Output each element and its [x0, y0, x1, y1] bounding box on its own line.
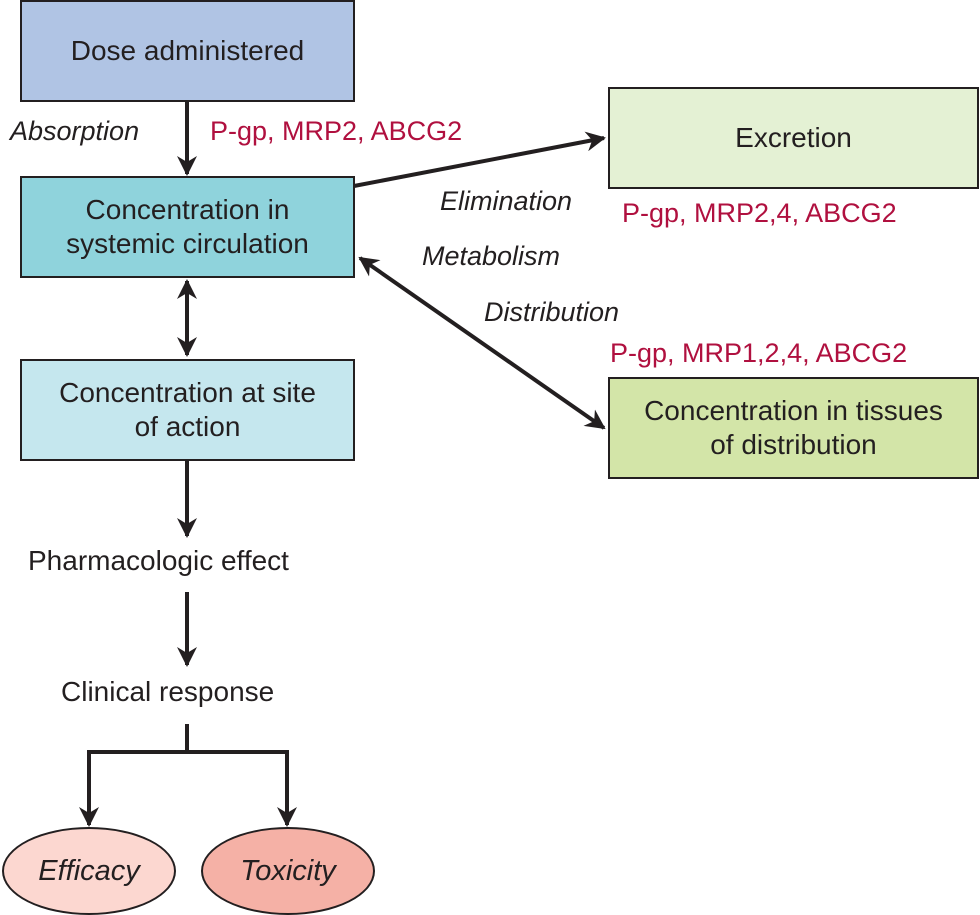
systemic-circulation-box: Concentration in systemic circulation	[20, 176, 355, 278]
absorption-label: Absorption	[10, 116, 140, 146]
excretion-box: Excretion	[608, 87, 979, 189]
systemic-line-2: systemic circulation	[66, 228, 309, 259]
dose-box: Dose administered	[20, 0, 355, 102]
arrow-distribution	[358, 256, 606, 430]
distribution-label: Distribution	[484, 297, 620, 327]
absorption-transporters: P-gp, MRP2, ABCG2	[210, 116, 463, 146]
metabolism-label: Metabolism	[422, 241, 561, 271]
dose-label: Dose administered	[70, 35, 305, 66]
site-line-1: Concentration at site	[59, 377, 316, 408]
pharmacologic-effect-label: Pharmacologic effect	[28, 545, 289, 576]
tissues-line-1: Concentration in tissues	[644, 395, 943, 426]
efficacy-oval: Efficacy	[2, 827, 176, 915]
toxicity-oval: Toxicity	[201, 827, 375, 915]
efficacy-label: Efficacy	[38, 854, 140, 887]
branch-connector	[89, 724, 287, 754]
arrow-elimination	[353, 131, 606, 188]
tissues-line-2: of distribution	[710, 429, 877, 460]
site-line-2: of action	[134, 411, 241, 442]
systemic-line-1: Concentration in	[85, 194, 290, 225]
excretion-label: Excretion	[735, 122, 852, 153]
tissues-box: Concentration in tissues of distribution	[608, 377, 979, 479]
clinical-response-label: Clinical response	[61, 676, 275, 707]
site-of-action-box: Concentration at site of action	[20, 359, 355, 461]
elimination-label: Elimination	[440, 186, 573, 216]
excretion-transporters: P-gp, MRP2,4, ABCG2	[622, 198, 897, 228]
distribution-transporters: P-gp, MRP1,2,4, ABCG2	[610, 338, 908, 368]
toxicity-label: Toxicity	[240, 854, 336, 887]
